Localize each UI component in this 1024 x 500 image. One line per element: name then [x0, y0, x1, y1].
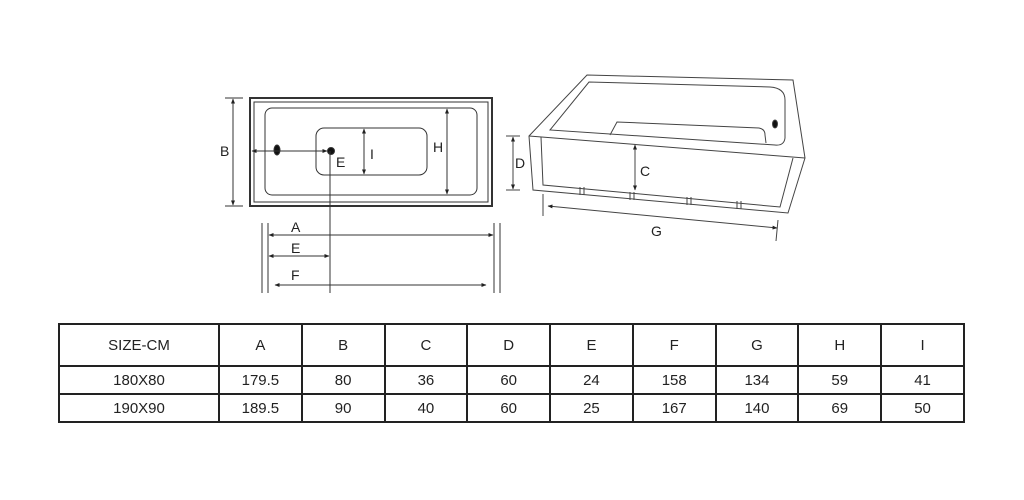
table-cell: 69 [797, 393, 883, 423]
header-cell: C [383, 323, 469, 367]
table-cell: 50 [880, 393, 965, 423]
table-cell: 134 [714, 365, 800, 395]
label-d: D [515, 155, 525, 171]
header-cell: A [218, 323, 303, 367]
label-g: G [651, 223, 662, 239]
header-cell: E [549, 323, 634, 367]
header-cell: H [797, 323, 883, 367]
table-cell: 40 [383, 393, 469, 423]
label-f: F [291, 267, 300, 283]
table-cell: 179.5 [218, 365, 303, 395]
label-a: A [291, 219, 301, 235]
overflow-icon [273, 144, 281, 156]
label-e-point: E [336, 154, 345, 170]
header-cell: F [631, 323, 717, 367]
header-cell: SIZE-CM [58, 323, 220, 367]
table-cell: 158 [631, 365, 717, 395]
table-cell: 24 [549, 365, 634, 395]
header-cell: D [466, 323, 552, 367]
table-cell: 36 [383, 365, 469, 395]
label-b: B [220, 143, 229, 159]
table-cell: 180X80 [58, 365, 220, 395]
perspective-view [506, 74, 806, 242]
header-cell: G [714, 323, 800, 367]
bathtub-dimension-diagram: B E I H A E F D C G [220, 74, 806, 293]
overflow-icon [772, 119, 778, 129]
header-cell: B [300, 323, 386, 367]
table-cell: 59 [797, 365, 883, 395]
table-cell: 60 [466, 365, 552, 395]
top-view [225, 97, 501, 293]
label-c: C [640, 163, 650, 179]
table-cell: 189.5 [218, 393, 303, 423]
drain-icon [327, 147, 335, 155]
table-row: 180X80 179.5 80 36 60 24 158 134 59 41 [58, 365, 965, 395]
table-cell: 167 [631, 393, 717, 423]
table-cell: 60 [466, 393, 552, 423]
table-cell: 140 [714, 393, 800, 423]
label-h: H [433, 139, 443, 155]
table-header-row: SIZE-CM A B C D E F G H I [58, 323, 965, 367]
table-cell: 190X90 [58, 393, 220, 423]
table-cell: 90 [300, 393, 386, 423]
table-cell: 25 [549, 393, 634, 423]
table-cell: 41 [880, 365, 965, 395]
dimension-table: SIZE-CM A B C D E F G H I 180X80 179.5 8… [58, 323, 965, 423]
label-i: I [370, 146, 374, 162]
label-e: E [291, 240, 300, 256]
header-cell: I [880, 323, 965, 367]
table-row: 190X90 189.5 90 40 60 25 167 140 69 50 [58, 393, 965, 423]
table-cell: 80 [300, 365, 386, 395]
